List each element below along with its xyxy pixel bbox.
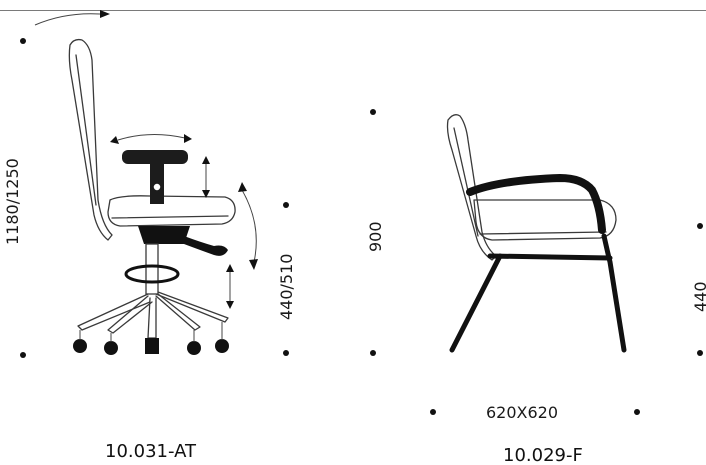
seat-dot-bottom [283, 350, 289, 356]
seat-tilt-arrow-bottom [249, 259, 258, 270]
armrest-pad [122, 150, 188, 164]
backrest [68, 38, 113, 241]
gas-column [145, 243, 159, 295]
visitor-height-dot-top [370, 109, 376, 115]
seat-height-arrow-bottom [226, 301, 234, 309]
visitor-armrest [466, 173, 606, 234]
base-leg-4 [155, 293, 201, 331]
visitor-backrest-inner [453, 127, 479, 237]
visitor-chair-drawing [446, 114, 627, 353]
base-leg-5 [155, 291, 229, 323]
visitor-height-dot-bottom [370, 350, 376, 356]
arm-slide-arrow [117, 133, 186, 141]
visitor-seat [473, 199, 617, 241]
backrest-inner [75, 54, 97, 206]
base-leg-1 [77, 293, 151, 331]
visitor-seat-edge [479, 231, 607, 235]
arm-knob [152, 182, 162, 192]
seat-dot-top [283, 202, 289, 208]
recline-arrow-head [100, 10, 110, 18]
mechanism [138, 226, 190, 244]
left-seat-height-dimension: 440/510 [277, 254, 296, 320]
height-dot-bottom [20, 352, 26, 358]
caster-5 [215, 339, 229, 353]
visitor-backrest [446, 114, 497, 261]
seat-height-arrow-top [226, 264, 234, 272]
seat-tilt-arrow-top [238, 182, 247, 192]
visitor-frame-rear [449, 253, 503, 353]
swivel-ring [124, 264, 180, 284]
arm-height-arrow-top [202, 156, 210, 164]
footprint-dot-left [430, 409, 436, 415]
seat-edge [111, 215, 229, 219]
visitor-frame-top [487, 253, 613, 261]
seat [107, 195, 236, 227]
arm-height-arrow-bottom [202, 190, 210, 198]
height-dot-top [20, 38, 26, 44]
right-seat-height-dimension: 440 [691, 281, 706, 312]
arm-slide-arrow-head-l [110, 136, 119, 144]
base-leg-3 [147, 297, 157, 339]
arm-slide-arrow-head-r [184, 134, 192, 143]
right-height-dimension: 900 [366, 221, 385, 252]
visitor-seat-dot-bottom [697, 350, 703, 356]
visitor-frame-front [601, 233, 627, 353]
footprint-dot-right [634, 409, 640, 415]
visitor-seat-dot-top [697, 223, 703, 229]
left-height-dimension: 1180/1250 [3, 158, 22, 245]
seat-tilt-arc [241, 189, 257, 263]
top-rule [0, 10, 706, 11]
right-model-code: 10.029-F [503, 445, 583, 465]
base-leg-2 [107, 295, 153, 334]
left-model-code: 10.031-AT [105, 441, 197, 462]
footprint-dimension: 620X620 [486, 403, 558, 422]
caster-stems [79, 322, 223, 342]
caster-3 [145, 338, 159, 354]
caster-4 [187, 341, 201, 355]
recline-arrow [34, 13, 101, 26]
caster-1 [73, 339, 87, 353]
lever [184, 236, 228, 256]
caster-2 [104, 341, 118, 355]
office-chair-drawing [34, 10, 258, 355]
